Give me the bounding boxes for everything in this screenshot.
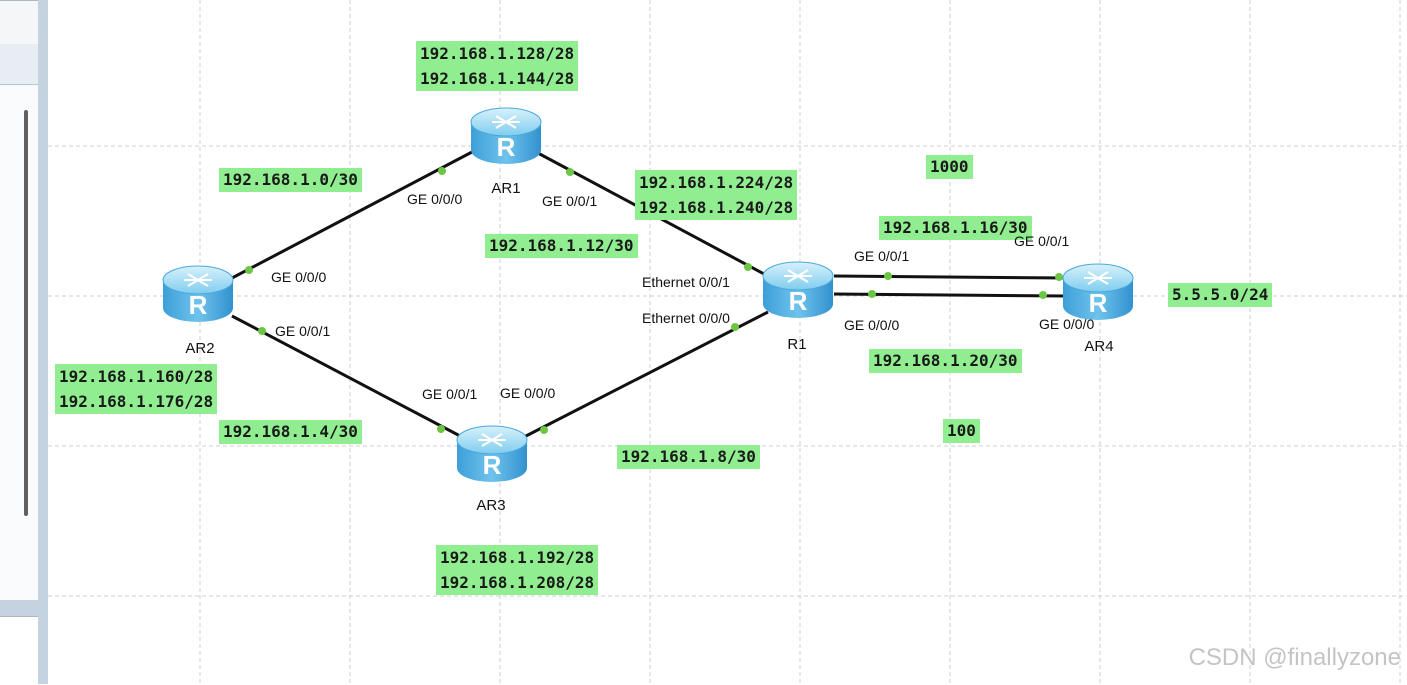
device-name-ar1: AR1 [491,180,521,197]
interface-r1-ge000: GE 0/0/0 [844,317,900,333]
network-label-r1-ar4-top: 192.168.1.16/30 [879,216,1032,240]
network-ar2-lan-1: 192.168.1.160/28 [59,367,214,386]
port-dot [1055,273,1063,281]
panel-edge[interactable] [38,0,48,684]
interface-ar4-ge001: GE 0/0/1 [1014,233,1070,249]
canvas-grid [48,0,1407,684]
panel-scrollbar[interactable] [24,110,28,516]
network-ar3-lan-2: 192.168.1.208/28 [440,573,595,592]
panel-tab[interactable] [0,44,40,85]
router-ar3-icon[interactable] [454,422,530,486]
port-dot [437,425,445,433]
interface-r1-eth001: Ethernet 0/0/1 [642,274,730,290]
interface-r1-eth000: Ethernet 0/0/0 [642,310,730,326]
router-ar4-icon[interactable] [1060,260,1136,324]
network-ar1-lan-2: 192.168.1.144/28 [420,69,575,88]
network-label-ar4-lan: 5.5.5.0/24 [1168,283,1273,307]
port-dot [258,327,266,335]
port-dot [245,266,253,274]
network-label-ar2-ar1: 192.168.1.0/30 [219,168,362,192]
network-label-ar3-lan: 192.168.1.192/28 192.168.1.208/28 [436,545,599,595]
network-ar2-lan-2: 192.168.1.176/28 [59,392,214,411]
network-label-r1-lan: 192.168.1.224/28 192.168.1.240/28 [635,170,798,220]
cost-label-bottom: 100 [943,419,980,443]
device-name-ar2: AR2 [185,340,215,357]
network-label-ar1-lan: 192.168.1.128/28 192.168.1.144/28 [416,41,579,91]
network-r1-lan-1: 192.168.1.224/28 [639,173,794,192]
port-dot [566,168,574,176]
link-ar3-r1 [523,310,769,439]
router-ar1-icon[interactable] [468,104,544,168]
network-ar3-lan-1: 192.168.1.192/28 [440,548,595,567]
panel-top-border [0,0,40,1]
panel-lower-pane [0,616,40,685]
port-dot [731,323,739,331]
interface-ar1-ge001: GE 0/0/1 [542,193,598,209]
network-label-ar3-r1: 192.168.1.8/30 [617,445,760,469]
port-dot [884,272,892,280]
port-dot [744,263,752,271]
port-dot [868,290,876,298]
network-label-ar2-lan: 192.168.1.160/28 192.168.1.176/28 [55,364,218,414]
port-dot [1039,291,1047,299]
interface-ar3-ge001: GE 0/0/1 [422,386,478,402]
network-r1-lan-2: 192.168.1.240/28 [639,198,794,217]
watermark: CSDN @finallyzone [1188,644,1401,671]
network-label-ar2-ar3: 192.168.1.4/30 [219,420,362,444]
interface-ar4-ge000: GE 0/0/0 [1039,316,1095,332]
router-ar2-icon[interactable] [160,262,236,326]
link-ar2-ar1 [231,150,473,280]
network-label-ar1-r1: 192.168.1.12/30 [485,234,638,258]
interface-ar2-ge001: GE 0/0/1 [275,323,331,339]
interface-ar3-ge000: GE 0/0/0 [500,385,556,401]
link-r1-ar4-top [833,274,1067,280]
network-ar1-lan-1: 192.168.1.128/28 [420,44,575,63]
link-ar2-ar3 [231,314,463,439]
interface-ar2-ge000: GE 0/0/0 [271,269,327,285]
cost-label-top: 1000 [926,155,973,179]
port-dot [540,426,548,434]
router-r1-icon[interactable] [760,258,836,322]
interface-r1-ge001: GE 0/0/1 [854,248,910,264]
panel-pane [0,86,38,600]
device-name-r1: R1 [787,336,807,353]
panel-divider [0,600,40,616]
device-name-ar4: AR4 [1084,338,1114,355]
interface-ar1-ge000: GE 0/0/0 [407,191,463,207]
port-dot [438,167,446,175]
network-label-r1-ar4-bottom: 192.168.1.20/30 [869,349,1022,373]
device-name-ar3: AR3 [476,497,506,514]
